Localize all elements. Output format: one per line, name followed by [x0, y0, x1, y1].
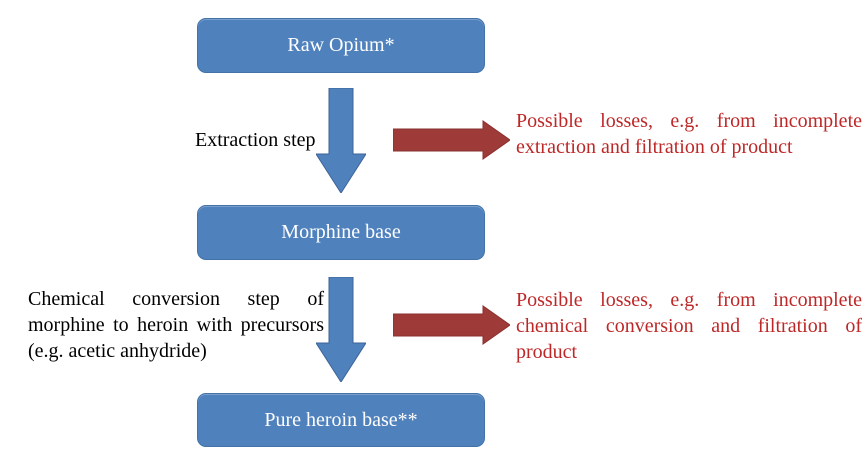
arrow-down-icon [316, 88, 366, 193]
node-morphine-base: Morphine base [197, 205, 485, 260]
step-label-chemical-conversion: Chemical conversion step of morphine to … [28, 288, 324, 362]
arrow-right-icon [393, 120, 510, 160]
node-pure-heroin-base: Pure heroin base** [197, 393, 485, 447]
arrow-down-icon [316, 277, 366, 382]
node-morphine-base-label: Morphine base [281, 221, 401, 243]
node-raw-opium: Raw Opium* [197, 18, 485, 73]
step-label-extraction: Extraction step [195, 129, 316, 151]
node-raw-opium-label: Raw Opium* [287, 34, 395, 56]
node-pure-heroin-base-label: Pure heroin base** [264, 408, 418, 431]
loss-note-extraction: Possible losses, e.g. from incomplete ex… [516, 110, 862, 158]
arrow-right-icon [393, 305, 510, 345]
loss-note-conversion: Possible losses, e.g. from incomplete ch… [516, 289, 862, 363]
